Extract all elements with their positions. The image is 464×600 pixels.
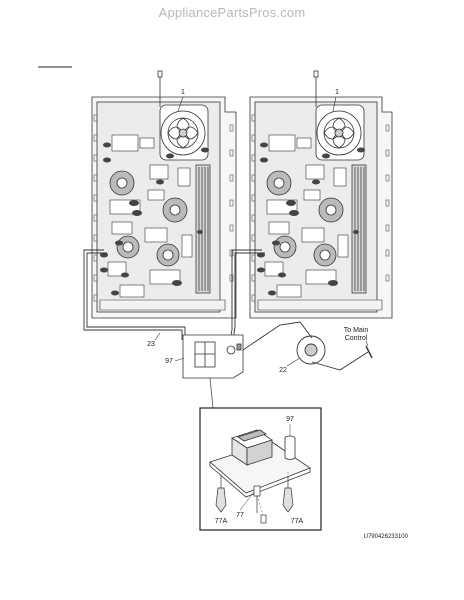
board-components-left [107,134,193,298]
detail-inset [199,407,322,531]
detail-projection-lines [220,470,289,516]
board-edge-holes-right [251,114,390,302]
callout-fan-right: 1 [335,89,339,96]
detail-mounting-post-left [215,476,227,513]
detail-leader-line [209,377,214,409]
callout-to-main-control-line2: Control [345,335,368,342]
wiring-harness [83,249,369,371]
callout-part-77a-left: 77A [215,518,228,525]
callout-to-main-control-line1: To Main [344,327,369,334]
board-connectors-left [100,142,209,296]
callout-harness: 23 [147,341,155,348]
detail-transformer [231,429,273,466]
board-connectors-right [257,142,365,296]
drawing-number: U790426233100 [364,534,409,540]
fan-assembly-left [157,70,209,161]
main-control-cable-coil [296,335,373,365]
callout-module: 97 [165,358,173,365]
board-components-right [264,134,349,298]
induction-board-right [249,70,393,319]
callout-fan-left: 1 [181,89,185,96]
heat-sink-left [195,164,211,294]
power-supply-module [182,334,244,379]
detail-capacitor [284,435,296,460]
callout-module-detail: 97 [286,416,294,423]
board-edge-holes-left [93,114,234,302]
detail-standoff [253,485,267,524]
induction-board-left [91,70,237,319]
toroid-inductors-right [266,170,344,267]
callout-part-77a-right: 77A [291,518,304,525]
watermark-text: AppliancePartsPros.com [158,5,306,20]
callout-leaders [154,96,369,367]
heat-sink-right [351,164,367,294]
callout-cable: 22 [279,367,287,374]
fan-assembly-right [313,70,365,161]
callout-part-77: 77 [236,512,244,519]
toroid-inductors-left [109,170,188,267]
